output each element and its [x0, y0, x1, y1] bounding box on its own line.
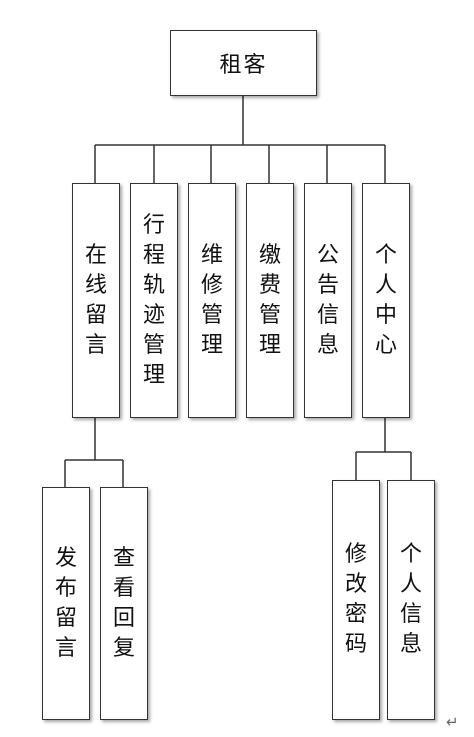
child-personal-info-label: 个人信息 — [399, 542, 422, 657]
module-repair-label: 维修管理 — [200, 242, 223, 358]
module-notice: 公告信息 — [304, 183, 352, 418]
module-payment-label: 缴费管理 — [258, 242, 281, 358]
paragraph-mark: ↵ — [446, 713, 459, 731]
module-personal-center-label: 个人中心 — [374, 242, 397, 358]
child-personal-info: 个人信息 — [387, 480, 435, 720]
child-post-message-label: 发布留言 — [54, 545, 77, 661]
module-online-message: 在线留言 — [72, 183, 120, 418]
module-trip-track: 行程轨迹管理 — [130, 183, 178, 418]
module-payment: 缴费管理 — [246, 183, 294, 418]
module-online-message-label: 在线留言 — [84, 242, 107, 358]
module-notice-label: 公告信息 — [316, 242, 339, 358]
root-node: 租客 — [170, 30, 317, 96]
root-label: 租客 — [219, 53, 268, 78]
child-view-reply-label: 查看回复 — [112, 545, 135, 661]
child-post-message: 发布留言 — [42, 487, 90, 720]
module-repair: 维修管理 — [188, 183, 236, 418]
child-change-password-label: 修改密码 — [344, 542, 367, 657]
child-change-password: 修改密码 — [332, 480, 380, 720]
module-personal-center: 个人中心 — [362, 183, 410, 418]
module-trip-track-label: 行程轨迹管理 — [142, 212, 165, 388]
child-view-reply: 查看回复 — [100, 487, 148, 720]
